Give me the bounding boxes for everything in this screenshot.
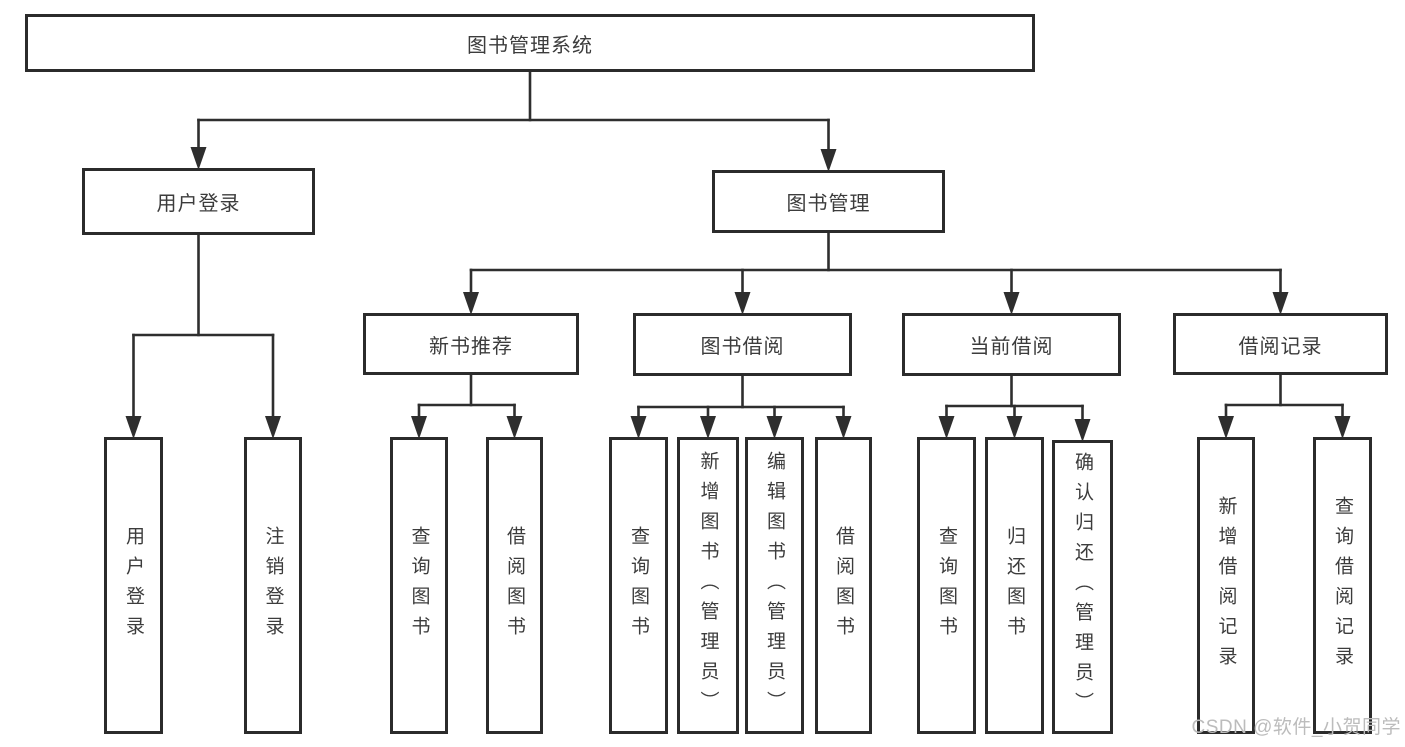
node-leaf-bb-add: 新增图书（管理员） [677,437,739,734]
node-label-leaf-user-login: 用户登录 [123,525,144,646]
node-label-leaf-bb-query: 查询图书 [628,525,649,646]
node-label-leaf-br-query: 查询借阅记录 [1332,495,1353,676]
node-leaf-rec-borrow: 借阅图书 [486,437,543,734]
node-label-leaf-cb-return: 归还图书 [1004,525,1025,646]
node-label-root: 图书管理系统 [467,34,593,57]
node-leaf-bb-query: 查询图书 [609,437,668,734]
node-label-leaf-bb-edit: 编辑图书（管理员） [764,450,785,721]
node-label-borrow-records: 借阅记录 [1238,335,1323,358]
watermark: CSDN @软件_小贺同学 [1191,717,1401,738]
node-leaf-br-query: 查询借阅记录 [1313,437,1372,734]
node-leaf-cb-return: 归还图书 [985,437,1044,734]
node-book-mgmt: 图书管理 [712,170,945,233]
node-leaf-rec-query: 查询图书 [390,437,448,734]
node-label-book-borrow: 图书借阅 [700,336,785,358]
node-label-book-mgmt: 图书管理 [786,193,871,215]
node-book-borrow: 图书借阅 [633,313,852,376]
node-leaf-bb-borrow: 借阅图书 [815,437,872,734]
node-root: 图书管理系统 [25,14,1035,72]
node-leaf-logout: 注销登录 [244,437,302,734]
node-label-leaf-rec-query: 查询图书 [408,525,430,646]
node-label-leaf-logout: 注销登录 [262,525,284,646]
node-new-book-rec: 新书推荐 [363,313,579,375]
node-leaf-cb-confirm: 确认归还（管理员） [1052,440,1113,734]
node-label-new-book-rec: 新书推荐 [429,335,513,358]
node-label-leaf-bb-borrow: 借阅图书 [833,525,854,646]
node-leaf-cb-query: 查询图书 [917,437,976,734]
node-label-leaf-rec-borrow: 借阅图书 [504,525,525,646]
node-leaf-br-add: 新增借阅记录 [1197,437,1255,734]
node-label-user-login: 用户登录 [156,193,241,215]
node-borrow-records: 借阅记录 [1173,313,1388,375]
node-label-leaf-bb-add: 新增图书（管理员） [697,450,719,721]
node-label-leaf-cb-confirm: 确认归还（管理员） [1072,452,1093,722]
node-label-current-borrow: 当前借阅 [969,336,1054,358]
node-leaf-user-login: 用户登录 [104,437,163,734]
node-leaf-bb-edit: 编辑图书（管理员） [745,437,804,734]
node-user-login: 用户登录 [82,168,315,235]
node-current-borrow: 当前借阅 [902,313,1121,376]
node-label-leaf-cb-query: 查询图书 [936,525,957,646]
node-label-leaf-br-add: 新增借阅记录 [1215,495,1237,676]
